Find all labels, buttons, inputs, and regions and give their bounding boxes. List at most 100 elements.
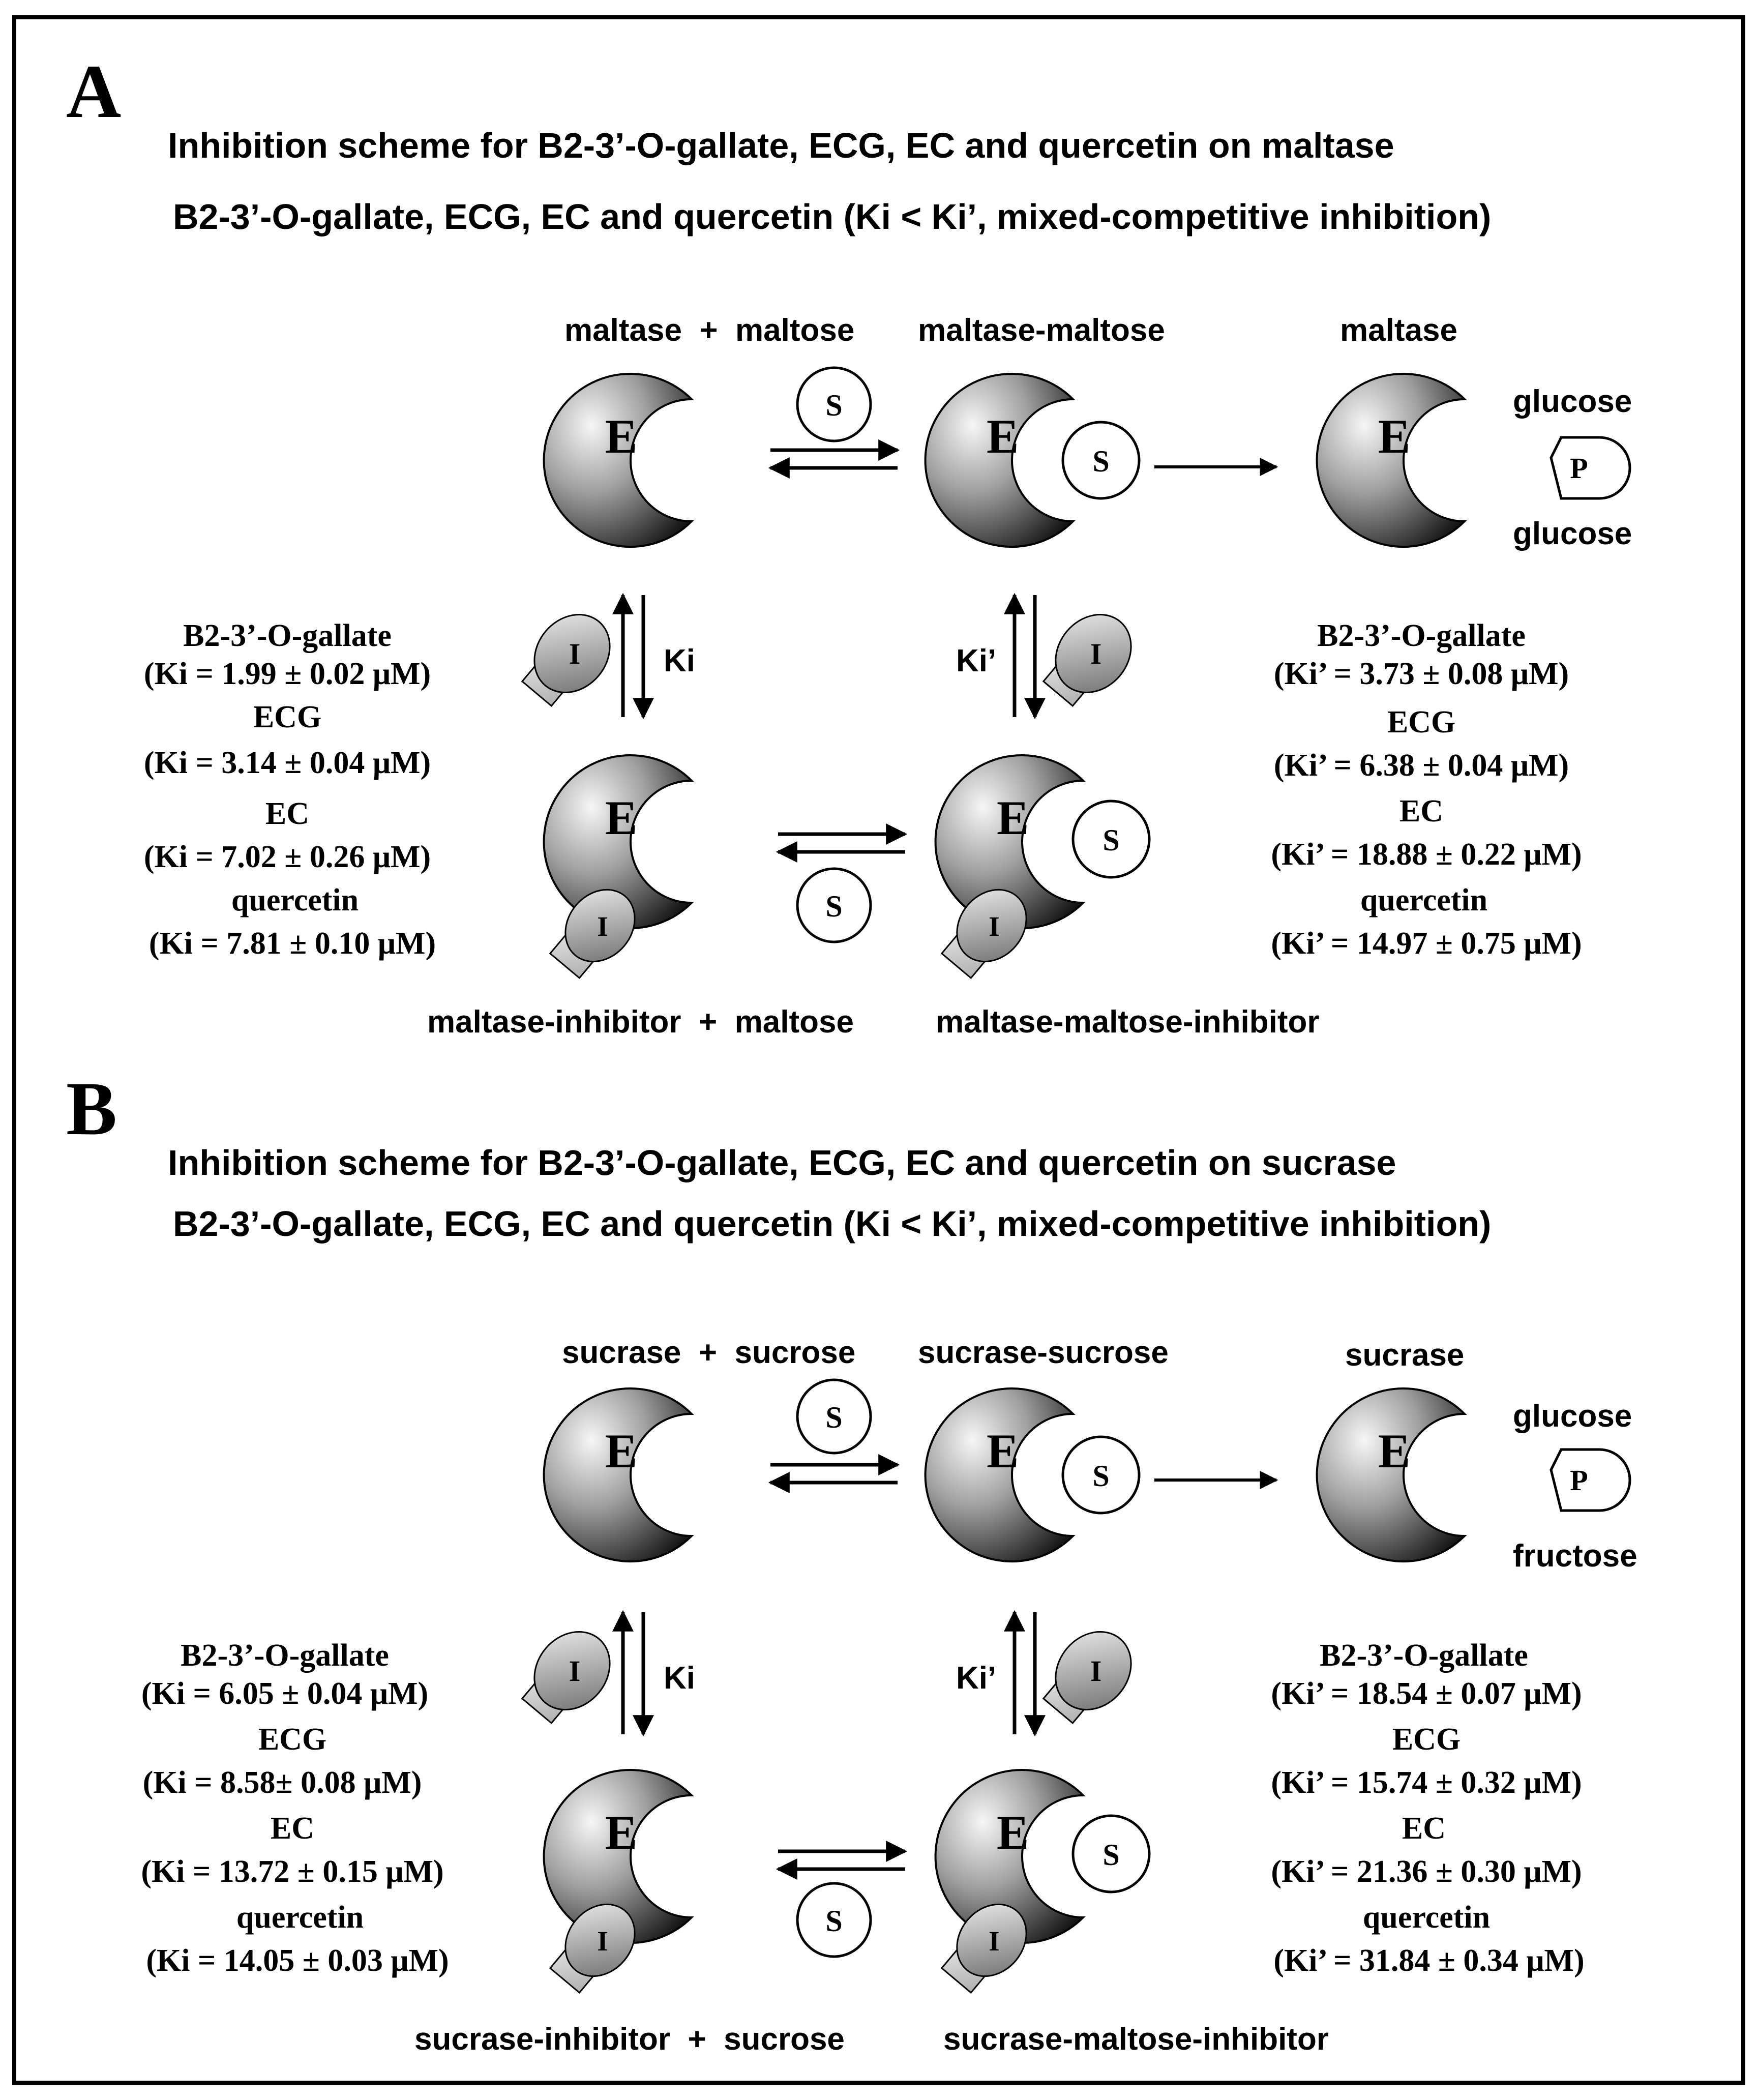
panel-a-bottom-left-label: maltase-inhibitor + maltose — [427, 1004, 854, 1040]
left-value-3: (Ki = 14.05 ± 0.03 μM) — [146, 1943, 449, 1978]
svg-text:E: E — [605, 791, 637, 845]
svg-text:E: E — [997, 1806, 1029, 1859]
right-name-3: quercetin — [1363, 1900, 1490, 1935]
right-value-2: (Ki’ = 18.88 ± 0.22 μM) — [1271, 837, 1582, 872]
panel-b: B Inhibition scheme for B2-3’-O-gallate,… — [66, 1067, 1637, 2057]
left-value-0: (Ki = 6.05 ± 0.04 μM) — [141, 1676, 428, 1711]
right-name-0: B2-3’-O-gallate — [1317, 618, 1526, 653]
svg-text:I: I — [569, 1654, 581, 1688]
kip-label: Ki’ — [956, 643, 996, 678]
svg-text:S: S — [825, 890, 842, 923]
panel-b-title: Inhibition scheme for B2-3’-O-gallate, E… — [168, 1143, 1396, 1182]
svg-text:I: I — [989, 911, 999, 942]
svg-text:I: I — [1090, 1654, 1102, 1688]
right-name-2: EC — [1399, 794, 1443, 829]
svg-text:E: E — [605, 409, 637, 463]
inhibitor-icon-left: I — [521, 613, 611, 707]
enzyme-substrate-inhibitor-complex: E S I — [934, 754, 1151, 980]
enzyme-released: E — [1316, 372, 1467, 548]
panel-b-left-constants: B2-3’-O-gallate (Ki = 6.05 ± 0.04 μM) EC… — [141, 1638, 449, 1978]
kip-label: Ki’ — [956, 1661, 996, 1696]
right-value-0: (Ki’ = 3.73 ± 0.08 μM) — [1274, 657, 1569, 691]
panel-b-right-constants: B2-3’-O-gallate (Ki’ = 18.54 ± 0.07 μM) … — [1271, 1638, 1584, 1978]
right-name-1: ECG — [1387, 705, 1455, 740]
right-value-0: (Ki’ = 18.54 ± 0.07 μM) — [1271, 1676, 1582, 1711]
left-name-0: B2-3’-O-gallate — [181, 1638, 389, 1673]
free-substrate-icon: S — [796, 1378, 872, 1455]
enzyme-free: E — [543, 372, 694, 548]
right-value-1: (Ki’ = 15.74 ± 0.32 μM) — [1271, 1765, 1582, 1800]
left-name-1: ECG — [253, 700, 321, 734]
right-value-3: (Ki’ = 14.97 ± 0.75 μM) — [1271, 926, 1582, 961]
svg-text:E: E — [1378, 1424, 1410, 1478]
svg-text:I: I — [989, 1926, 999, 1957]
svg-text:E: E — [1378, 409, 1410, 463]
svg-text:S: S — [1092, 1459, 1109, 1493]
bottom-substrate-icon: S — [796, 1882, 872, 1958]
free-substrate-icon: S — [796, 366, 872, 442]
substrate-icon — [1061, 421, 1141, 500]
left-value-2: (Ki = 7.02 ± 0.26 μM) — [144, 840, 431, 874]
enzyme-free: E — [543, 1387, 694, 1562]
panel-b-product-bottom: fructose — [1513, 1539, 1637, 1574]
product-icon: P — [1550, 436, 1631, 500]
right-value-3: (Ki’ = 31.84 ± 0.34 μM) — [1273, 1943, 1584, 1978]
svg-text:I: I — [1090, 637, 1102, 670]
panel-b-top-mid-label: sucrase-sucrose — [918, 1335, 1169, 1370]
figure-border — [12, 15, 1745, 2085]
right-name-0: B2-3’-O-gallate — [1320, 1638, 1528, 1673]
product-icon: P — [1550, 1448, 1631, 1512]
svg-text:S: S — [1092, 445, 1109, 478]
svg-text:P: P — [1570, 452, 1588, 485]
left-name-1: ECG — [258, 1722, 326, 1757]
svg-text:S: S — [825, 1401, 842, 1434]
panel-b-letter: B — [66, 1067, 117, 1151]
bottom-substrate-icon: S — [796, 867, 872, 943]
right-name-2: EC — [1402, 1811, 1446, 1846]
right-name-3: quercetin — [1360, 883, 1487, 918]
left-value-1: (Ki = 8.58± 0.08 μM) — [143, 1765, 422, 1800]
svg-text:S: S — [825, 1904, 842, 1938]
ki-label: Ki — [664, 1661, 695, 1696]
left-name-2: EC — [271, 1811, 314, 1846]
svg-text:S: S — [1103, 823, 1119, 857]
panel-a-product-top: glucose — [1513, 384, 1632, 419]
panel-a-title: Inhibition scheme for B2-3’-O-gallate, E… — [168, 126, 1394, 165]
svg-text:I: I — [597, 911, 608, 942]
svg-text:P: P — [1570, 1464, 1588, 1497]
ki-label: Ki — [664, 643, 695, 678]
svg-text:E: E — [605, 1806, 637, 1859]
left-value-1: (Ki = 3.14 ± 0.04 μM) — [144, 746, 431, 780]
enzyme-substrate-complex: E S — [924, 372, 1141, 548]
left-name-3: quercetin — [236, 1900, 364, 1935]
left-value-3: (Ki = 7.81 ± 0.10 μM) — [149, 926, 436, 961]
panel-b-bottom-right-label: sucrase-maltose-inhibitor — [943, 2022, 1329, 2057]
panel-a-product-bottom: glucose — [1513, 516, 1632, 551]
svg-text:I: I — [569, 637, 581, 670]
panel-b-bottom-left-label: sucrase-inhibitor + sucrose — [414, 2022, 845, 2057]
panel-b-subtitle: B2-3’-O-gallate, ECG, EC and quercetin (… — [173, 1204, 1491, 1244]
panel-a-top-mid-label: maltase-maltose — [918, 313, 1165, 348]
enzyme-substrate-inhibitor-complex: E S I — [934, 1768, 1151, 1994]
panel-a-top-left-label: maltase + maltose — [564, 313, 854, 348]
panel-b-top-left-label: sucrase + sucrose — [562, 1335, 855, 1370]
enzyme-inhibitor-complex: E I — [543, 754, 694, 980]
panel-a-top-right-label: maltase — [1340, 313, 1457, 348]
panel-a-right-constants: B2-3’-O-gallate (Ki’ = 3.73 ± 0.08 μM) E… — [1271, 618, 1582, 961]
enzyme-released: E — [1316, 1387, 1467, 1562]
right-value-1: (Ki’ = 6.38 ± 0.04 μM) — [1274, 748, 1569, 783]
panel-a: A Inhibition scheme for B2-3’-O-gallate,… — [66, 49, 1632, 1040]
left-name-0: B2-3’-O-gallate — [183, 618, 392, 653]
enzyme-substrate-complex: E S — [924, 1387, 1141, 1562]
inhibitor-icon-right: I — [1042, 613, 1132, 707]
left-name-3: quercetin — [231, 883, 359, 918]
left-name-2: EC — [265, 796, 309, 831]
inhibitor-icon-right: I — [1042, 1631, 1132, 1725]
right-value-2: (Ki’ = 21.36 ± 0.30 μM) — [1271, 1854, 1582, 1889]
panel-a-bottom-right-label: maltase-maltose-inhibitor — [936, 1004, 1319, 1040]
enzyme-inhibitor-complex: E I — [543, 1768, 694, 1994]
svg-text:S: S — [825, 389, 842, 422]
svg-text:E: E — [987, 1424, 1019, 1478]
